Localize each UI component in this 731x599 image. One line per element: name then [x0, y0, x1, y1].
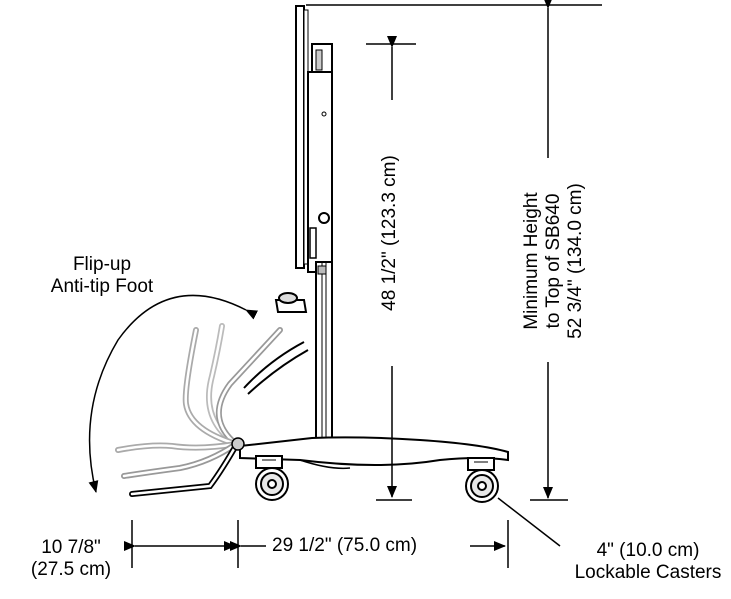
- caster-right: [465, 457, 499, 503]
- dimension-lines: [124, 0, 602, 568]
- casters-label: 4" (10.0 cm) Lockable Casters: [566, 540, 730, 584]
- casters-line-2: Lockable Casters: [574, 562, 722, 583]
- flip-direction-arrow: [88, 294, 259, 493]
- min-height-label: Minimum Height to Top of SB640 52 3/4" (…: [521, 161, 587, 361]
- min-height-line-1: Minimum Height: [521, 192, 542, 330]
- cart-height-label: 48 1/2" (123.3 cm): [379, 155, 400, 311]
- foot-depth-line-1: 10 7/8": [41, 537, 101, 558]
- foot-depth-label: 10 7/8" (27.5 cm): [8, 537, 134, 581]
- flip-foot-line-2: Anti-tip Foot: [50, 276, 154, 297]
- cart-base: [239, 436, 509, 470]
- cart-column: [307, 43, 333, 443]
- min-height-line-3: 52 3/4" (134.0 cm): [565, 183, 586, 339]
- base-depth-label: 29 1/2" (75.0 cm): [272, 535, 418, 556]
- caster-left: [255, 455, 289, 501]
- casters-line-1: 4" (10.0 cm): [596, 540, 700, 561]
- pen-tray: [274, 292, 308, 313]
- flip-foot-label: Flip-up Anti-tip Foot: [12, 254, 192, 298]
- min-height-line-2: to Top of SB640: [543, 193, 564, 329]
- display-panel: [295, 5, 309, 269]
- flip-foot-line-1: Flip-up: [72, 254, 132, 275]
- foot-depth-line-2: (27.5 cm): [30, 559, 112, 580]
- brace-arm: [243, 341, 309, 395]
